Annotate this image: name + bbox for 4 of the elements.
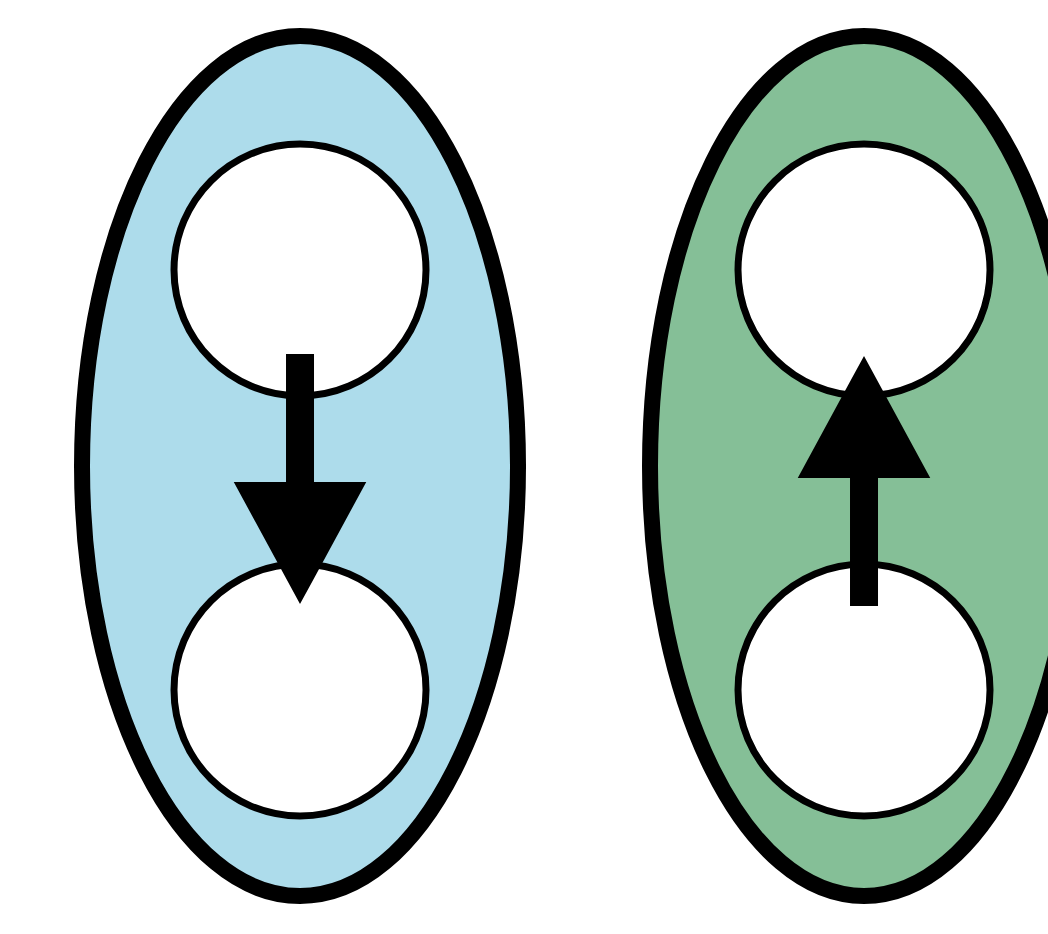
circle-shape <box>170 560 430 820</box>
circle-shape <box>170 140 430 400</box>
circle-shape <box>734 560 994 820</box>
circle-shape <box>734 140 994 400</box>
